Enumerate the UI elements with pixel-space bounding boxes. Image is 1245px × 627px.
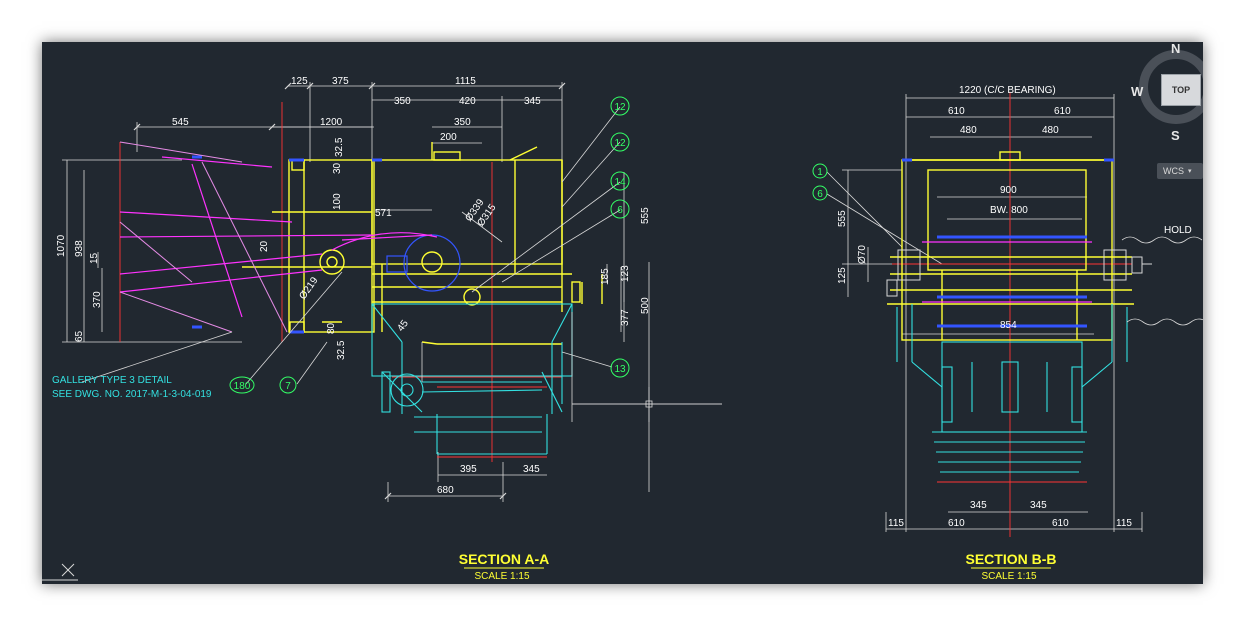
hold-label: HOLD xyxy=(1164,225,1192,236)
dim-555-b: 555 xyxy=(837,210,848,227)
dia-70: Ø70 xyxy=(857,245,868,264)
callout-6-b: 6 xyxy=(817,189,823,200)
section-a-a-geometry xyxy=(62,82,722,502)
dia-219: Ø219 xyxy=(297,275,320,302)
section-b-b-dimensions: 1220 (C/C BEARING) 610 610 480 480 900 B… xyxy=(837,85,1192,529)
dim-370: 370 xyxy=(92,291,103,308)
dim-345a: 345 xyxy=(524,96,541,107)
dim-610a: 610 xyxy=(948,106,965,117)
gallery-note: GALLERY TYPE 3 DETAIL SEE DWG. NO. 2017-… xyxy=(52,375,212,400)
dim-610d: 610 xyxy=(1052,518,1069,529)
callout-13: 13 xyxy=(614,364,626,375)
callout-numbers-left: 12 12 14 6 13 180 7 xyxy=(234,102,626,392)
dim-125: 125 xyxy=(291,76,308,87)
dim-30: 30 xyxy=(332,162,343,174)
dim-345a-b: 345 xyxy=(970,500,987,511)
section-a-a-title: SECTION A-A xyxy=(459,551,549,567)
dim-480a: 480 xyxy=(960,125,977,136)
dim-20: 20 xyxy=(259,240,270,252)
dim-420: 420 xyxy=(459,96,476,107)
compass-west[interactable]: W xyxy=(1131,84,1144,99)
dim-610c: 610 xyxy=(948,518,965,529)
ucs-icon xyxy=(42,563,78,581)
wcs-menu-button[interactable]: WCS ▾ xyxy=(1157,163,1203,179)
section-b-b-scale: SCALE 1:15 xyxy=(981,571,1036,582)
dim-200: 200 xyxy=(440,132,457,143)
callout-180: 180 xyxy=(234,381,251,392)
dim-900: 900 xyxy=(1000,185,1017,196)
viewcube-top-face[interactable]: TOP xyxy=(1161,74,1201,106)
dim-350b: 350 xyxy=(454,117,471,128)
dim-15: 15 xyxy=(89,252,100,264)
dim-500: 500 xyxy=(640,297,651,314)
dim-125-b: 125 xyxy=(837,267,848,284)
dim-65: 65 xyxy=(74,330,85,342)
dim-395: 395 xyxy=(460,464,477,475)
callout-1: 1 xyxy=(817,167,823,178)
callout-bubbles-right xyxy=(812,163,828,201)
dim-123: 123 xyxy=(620,265,631,282)
dim-555: 555 xyxy=(640,207,651,224)
dim-350a: 350 xyxy=(394,96,411,107)
dim-680: 680 xyxy=(437,485,454,496)
callout-numbers-right: 1 6 xyxy=(817,167,823,200)
section-b-b-title-block: SECTION B-B SCALE 1:15 xyxy=(966,551,1057,582)
dim-32-5b: 32.5 xyxy=(336,340,347,360)
viewcube[interactable]: TOP N W S xyxy=(1131,42,1203,152)
section-a-a-title-block: SECTION A-A SCALE 1:15 xyxy=(459,551,549,582)
dim-185: 185 xyxy=(600,268,611,285)
dim-115a: 115 xyxy=(888,518,904,529)
dim-32-5a: 32.5 xyxy=(334,137,345,157)
callout-bubbles-left xyxy=(229,96,630,394)
dim-345b-b: 345 xyxy=(1030,500,1047,511)
dim-610b: 610 xyxy=(1054,106,1071,117)
dim-45: 45 xyxy=(395,318,411,334)
gallery-note-line2: SEE DWG. NO. 2017-M-1-3-04-019 xyxy=(52,389,212,400)
dim-545: 545 xyxy=(172,117,189,128)
viewcube-compass-ring[interactable] xyxy=(1139,50,1203,124)
section-a-a-scale: SCALE 1:15 xyxy=(474,571,529,582)
dim-571: 571 xyxy=(375,208,392,219)
cad-drawing: 125 375 1115 350 420 345 545 1200 350 20… xyxy=(52,76,1203,582)
callout-6: 6 xyxy=(617,205,623,216)
dim-bw-800: BW. 800 xyxy=(990,205,1028,216)
dim-377: 377 xyxy=(620,309,631,326)
dim-115b: 115 xyxy=(1116,518,1132,529)
dim-1115: 1115 xyxy=(455,76,476,87)
callout-12a: 12 xyxy=(614,102,626,113)
callout-14: 14 xyxy=(614,177,626,188)
dim-1200: 1200 xyxy=(320,117,343,128)
callout-7: 7 xyxy=(285,381,291,392)
callout-12b: 12 xyxy=(614,138,626,149)
gallery-note-line1: GALLERY TYPE 3 DETAIL xyxy=(52,375,172,386)
dim-345b: 345 xyxy=(523,464,540,475)
crosshair-cursor xyxy=(572,400,722,408)
dim-80: 80 xyxy=(326,322,337,334)
compass-south[interactable]: S xyxy=(1171,128,1180,143)
wcs-label: WCS xyxy=(1163,166,1184,176)
section-a-a-dimensions: 125 375 1115 350 420 345 545 1200 350 20… xyxy=(56,76,651,496)
dim-1220: 1220 (C/C BEARING) xyxy=(959,85,1056,96)
section-b-b-title: SECTION B-B xyxy=(966,551,1057,567)
dim-854: 854 xyxy=(1000,320,1017,331)
dim-480b: 480 xyxy=(1042,125,1059,136)
dim-100: 100 xyxy=(332,193,343,210)
cad-model-space[interactable]: 125 375 1115 350 420 345 545 1200 350 20… xyxy=(42,42,1203,584)
dim-1070: 1070 xyxy=(56,234,67,257)
section-b-b-geometry xyxy=(826,92,1203,537)
dim-375: 375 xyxy=(332,76,349,87)
compass-north[interactable]: N xyxy=(1171,42,1181,56)
chevron-down-icon: ▾ xyxy=(1188,168,1192,175)
dim-938: 938 xyxy=(74,240,85,257)
